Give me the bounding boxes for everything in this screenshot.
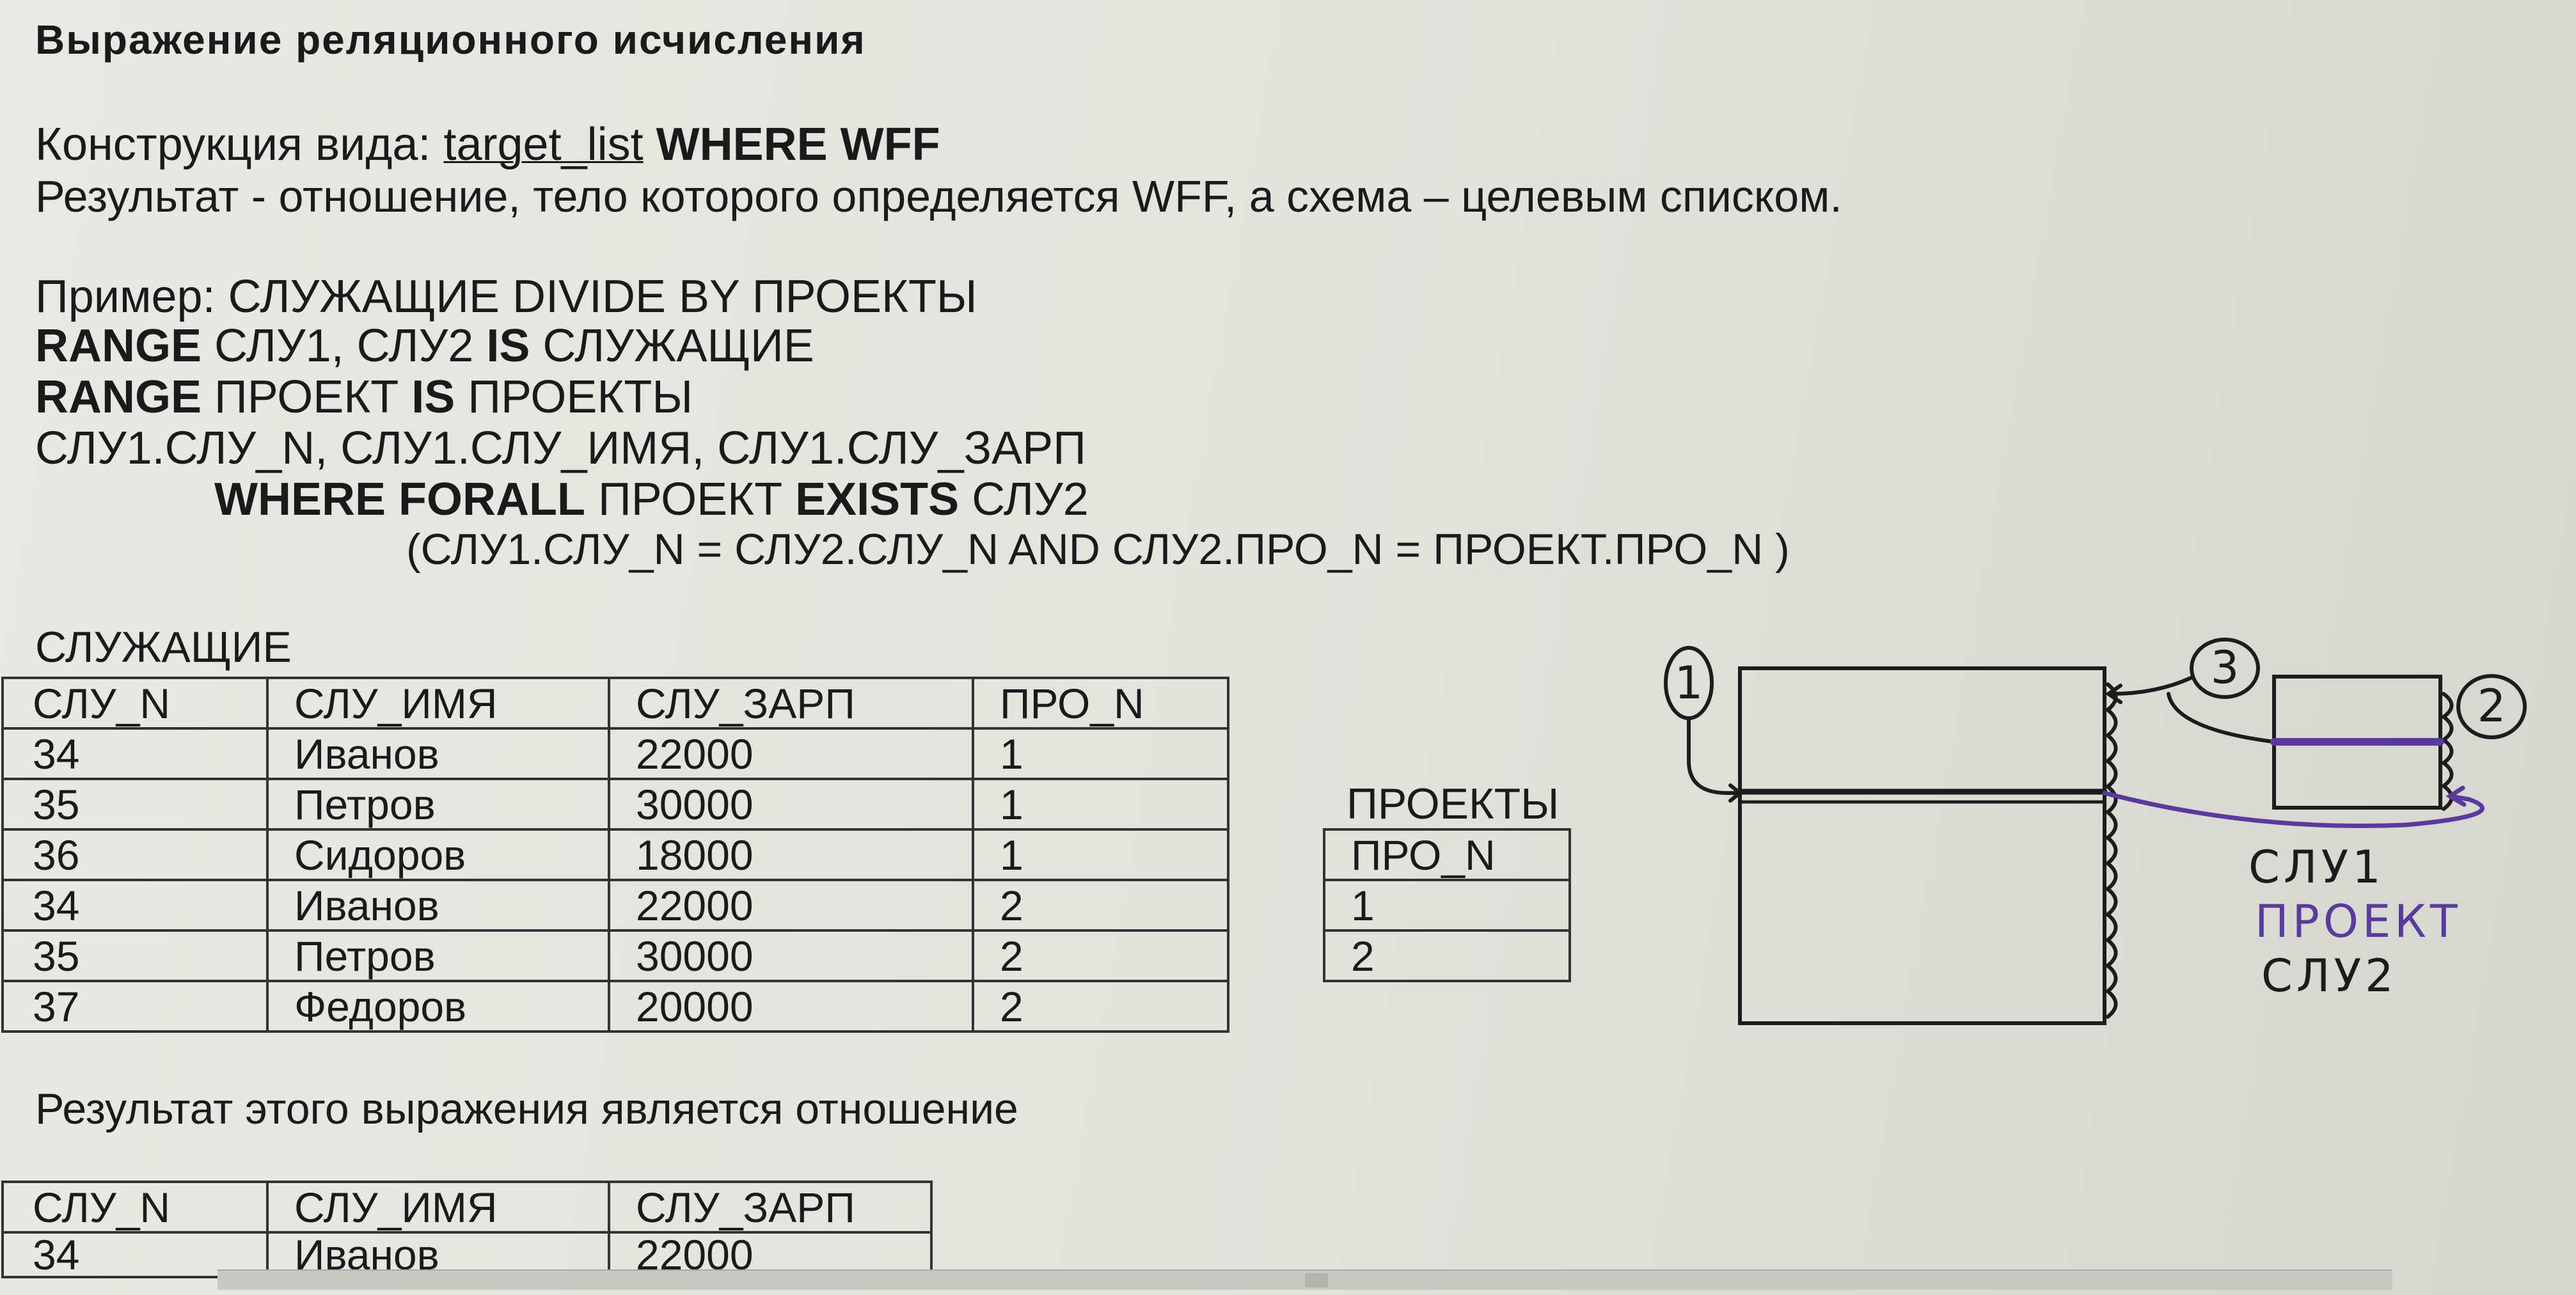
link-line <box>2167 692 2276 744</box>
scrollbar-thumb[interactable] <box>1305 1273 1328 1287</box>
example-line: Пример: СЛУЖАЩИЕ DIVIDE BY ПРОЕКТЫ <box>35 271 977 322</box>
table-cell: 30000 <box>608 929 974 982</box>
range-keyword: RANGE <box>35 372 202 423</box>
table-cell: 2 <box>972 980 1229 1033</box>
projects-label: ПРОЕКТЫ <box>1347 780 1560 828</box>
table-cell: 36 <box>1 828 269 881</box>
column-header: ПРО_N <box>1323 828 1571 881</box>
table-cell: Петров <box>266 929 610 982</box>
marker-label: 1 <box>1675 657 1703 709</box>
where-variable: ПРОЕКТ <box>597 474 783 525</box>
table-cell: 1 <box>1323 879 1571 932</box>
table-cell: 35 <box>1 778 269 831</box>
result-description: Результат - отношение, тело которого опр… <box>35 171 1842 221</box>
arrowhead <box>2105 684 2122 704</box>
scan-scribble <box>2105 682 2118 1019</box>
table-cell: Федоров <box>266 980 610 1033</box>
range-relation: ПРОЕКТЫ <box>468 372 693 423</box>
range-vars: СЛУ1, СЛУ2 <box>214 320 474 372</box>
arrow-1 <box>1687 718 1741 795</box>
table-cell: 2 <box>1323 929 1571 982</box>
arrow-3 <box>2109 676 2193 696</box>
where-forall-keyword: WHERE FORALL <box>214 474 585 525</box>
table-cell: 22000 <box>608 879 974 932</box>
table-cell: Сидоров <box>266 828 610 881</box>
horizontal-scrollbar[interactable] <box>217 1269 2392 1290</box>
range-line-2: RANGE ПРОЕКТ IS ПРОЕКТЫ <box>35 374 693 420</box>
marker-label: 3 <box>2211 641 2240 694</box>
legend-label: СЛУ1 <box>2248 841 2385 893</box>
table-cell: 37 <box>1 980 269 1033</box>
arrowhead <box>1728 783 1743 803</box>
table-cell: 35 <box>1 929 269 982</box>
table-cell: 2 <box>972 929 1229 982</box>
range-line-1: RANGE СЛУ1, СЛУ2 IS СЛУЖАЩИЕ <box>35 323 814 369</box>
table-cell: 1 <box>972 727 1229 780</box>
arrowhead <box>2446 785 2467 807</box>
is-keyword: IS <box>486 320 530 372</box>
range-relation: СЛУЖАЩИЕ <box>542 320 814 372</box>
employees-sketch-box <box>1738 666 2106 1025</box>
where-forall-line: WHERE FORALL ПРОЕКТ EXISTS СЛУ2 <box>214 476 1089 522</box>
legend-label: ПРОЕКТ <box>2255 895 2461 948</box>
column-header: СЛУ_ЗАРП <box>608 677 974 730</box>
column-header: СЛУ_ИМЯ <box>266 677 610 730</box>
legend-label: СЛУ2 <box>2261 950 2398 1002</box>
exists-keyword: EXISTS <box>795 474 960 525</box>
condition-line: (СЛУ1.СЛУ_N = СЛУ2.СЛУ_N AND СЛУ2.ПРО_N … <box>406 525 1790 574</box>
table-cell: 20000 <box>608 980 974 1033</box>
table-cell: 1 <box>972 778 1229 831</box>
column-header: СЛУ_ИМЯ <box>266 1181 610 1234</box>
table-cell: 34 <box>1 879 269 932</box>
table-cell: Иванов <box>266 879 610 932</box>
column-header: СЛУ_N <box>1 677 269 730</box>
construct-target: target_list <box>443 119 644 170</box>
employees-label: СЛУЖАЩИЕ <box>35 623 292 671</box>
construct-prefix: Конструкция вида: <box>35 119 431 170</box>
table-header-row: ПРО_N <box>1323 828 1571 881</box>
column-header: ПРО_N <box>972 677 1229 730</box>
table-cell: 22000 <box>608 727 974 780</box>
marker-circle <box>2456 674 2527 739</box>
scan-scribble <box>2440 692 2454 811</box>
range-vars: ПРОЕКТ <box>214 372 399 423</box>
table-cell: 34 <box>1 727 269 780</box>
result-intro: Результат этого выражения является отнош… <box>35 1085 1018 1133</box>
is-keyword: IS <box>411 372 455 423</box>
table-cell: 18000 <box>608 828 974 881</box>
column-header: СЛУ_N <box>1 1181 269 1234</box>
construct-line: Конструкция вида: target_list WHERE WFF <box>35 122 940 168</box>
table-row: 1 <box>1323 879 1571 932</box>
table-cell: 2 <box>972 879 1229 932</box>
table-cell: 1 <box>972 828 1229 881</box>
target-list-line: СЛУ1.СЛУ_N, СЛУ1.СЛУ_ИМЯ, СЛУ1.СЛУ_ЗАРП <box>35 423 1086 474</box>
construct-where: WHERE WFF <box>656 119 940 170</box>
table-row: 2 <box>1323 929 1571 982</box>
slide-title: Выражение реляционного исчисления <box>35 17 866 63</box>
column-header: СЛУ_ЗАРП <box>608 1181 933 1234</box>
marker-circle <box>2190 638 2260 699</box>
marker-label: 2 <box>2477 680 2506 732</box>
arrow-violet <box>2102 790 2485 828</box>
exists-variable: СЛУ2 <box>972 474 1089 525</box>
range-keyword: RANGE <box>35 320 202 372</box>
table-cell: Петров <box>266 778 610 831</box>
table-cell: 30000 <box>608 778 974 831</box>
table-cell: Иванов <box>266 727 610 780</box>
